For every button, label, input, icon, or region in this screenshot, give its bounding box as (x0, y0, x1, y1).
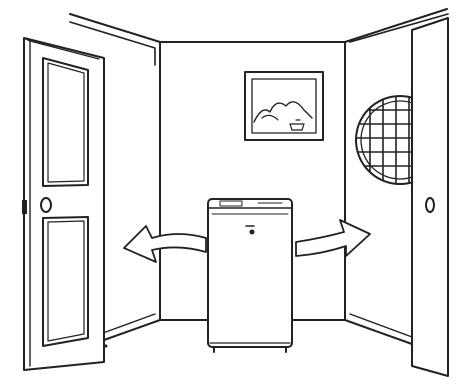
left-door (22, 38, 104, 370)
right-airflow-arrow (296, 220, 370, 256)
framed-picture (245, 72, 323, 140)
right-door (412, 18, 448, 376)
air-conditioner-unit (208, 199, 292, 352)
left-airflow-arrow (124, 226, 206, 262)
